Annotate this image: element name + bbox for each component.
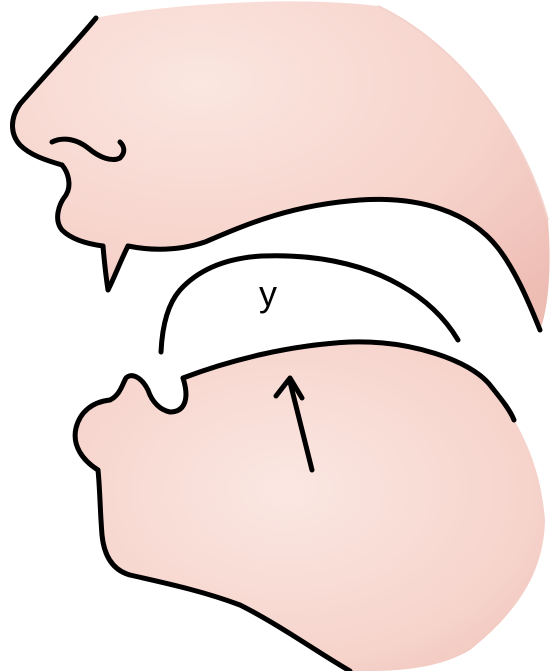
upper-face-fill (13, 1, 550, 330)
sound-label: y (259, 273, 277, 314)
airflow: y (161, 256, 458, 352)
upper-head (13, 1, 550, 330)
lower-face-fill (75, 342, 545, 671)
airflow-arc (161, 256, 458, 352)
lower-head (75, 342, 545, 671)
